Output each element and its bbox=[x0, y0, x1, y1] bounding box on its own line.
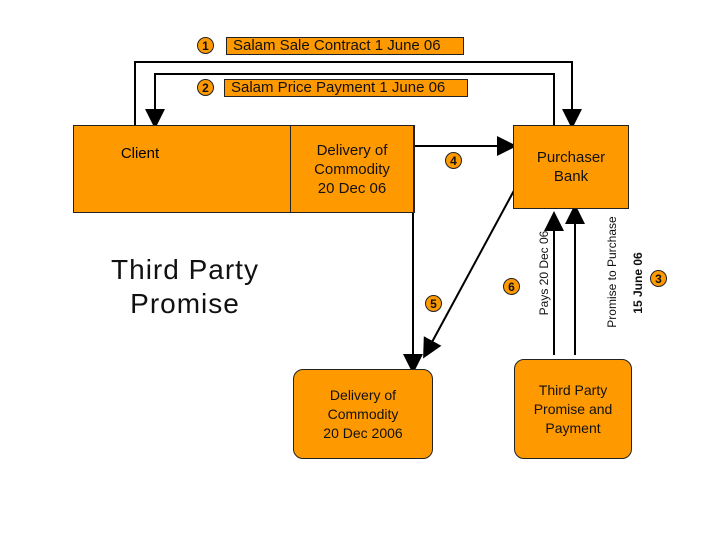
arrow-price-payment bbox=[145, 73, 555, 129]
client-label: Client bbox=[120, 145, 160, 162]
salam-sale-contract-label: Salam Sale Contract 1 June 06 bbox=[226, 37, 464, 55]
third-party-promise-title: Third Party Promise bbox=[111, 254, 259, 319]
salam-price-payment-label: Salam Price Payment 1 June 06 bbox=[224, 79, 468, 97]
step-4-badge: 4 bbox=[445, 152, 462, 169]
step-5-badge: 5 bbox=[425, 295, 442, 312]
purchaser-bank: Purchaser Bank bbox=[513, 125, 629, 209]
delivery-commodity-top: Delivery of Commodity 20 Dec 06 bbox=[290, 125, 414, 213]
promise-to-purchase-label: Promise to Purchase bbox=[605, 216, 619, 328]
delivery-commodity-bottom: Delivery of Commodity 20 Dec 2006 bbox=[293, 369, 433, 459]
june-date-label: 15 June 06 bbox=[631, 252, 645, 314]
arrow-sale-contract bbox=[134, 61, 582, 129]
arrow-bank-to-delivery bbox=[423, 184, 518, 359]
step-6-badge: 6 bbox=[503, 278, 520, 295]
third-party-promise-payment: Third Party Promise and Payment bbox=[514, 359, 632, 459]
step-3-badge: 3 bbox=[650, 270, 667, 287]
step-1-badge: 1 bbox=[197, 37, 214, 54]
step-2-badge: 2 bbox=[197, 79, 214, 96]
pays-label: Pays 20 Dec 06 bbox=[537, 230, 551, 316]
